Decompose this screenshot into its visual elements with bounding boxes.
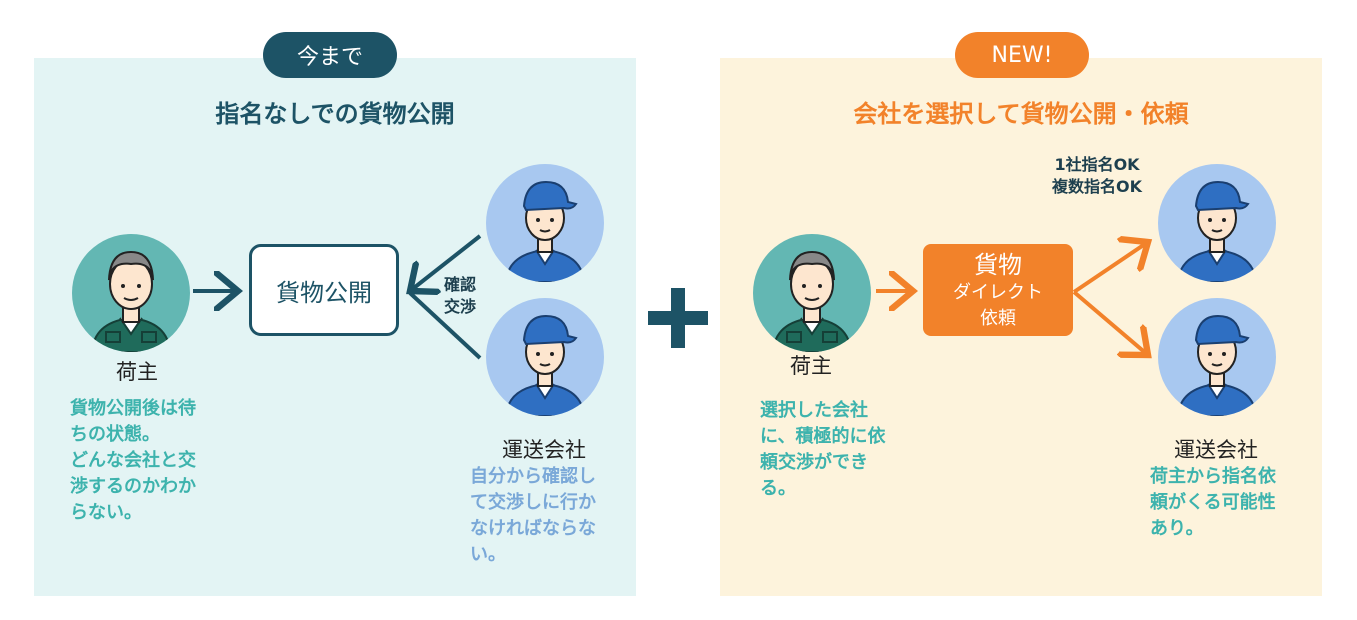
carrier-note-left: 自分から確認し て交渉しに行か なければならな い。	[470, 464, 596, 568]
cargo-direct-request-box: 貨物 ダイレクト 依頼	[923, 244, 1073, 336]
carrier-avatar-right-1	[1158, 164, 1276, 282]
carrier-label-right: 運送会社	[1174, 434, 1258, 464]
confirm-negotiate-label: 確認 交渉	[444, 274, 476, 318]
arrow-direct-to-carrier1	[1074, 242, 1148, 292]
carrier-avatar-left-1	[486, 164, 604, 282]
shipper-note-right: 選択した会社 に、積極的に依 頼交渉ができ る。	[760, 398, 885, 502]
carrier-label-left: 運送会社	[502, 434, 586, 464]
carrier-avatar-left-2	[486, 298, 604, 416]
nomination-label: 1社指名OK 複数指名OK	[1052, 154, 1142, 198]
carrier-avatar-right-2	[1158, 298, 1276, 416]
shipper-avatar-left	[72, 234, 190, 352]
shipper-avatar-right	[753, 234, 871, 352]
carrier-note-right: 荷主から指名依 頼がくる可能性 あり。	[1150, 464, 1276, 542]
arrow-direct-to-carrier2	[1074, 292, 1148, 355]
cargo-public-box: 貨物公開	[249, 244, 399, 336]
plus-icon	[648, 288, 708, 348]
shipper-note-left: 貨物公開後は待 ちの状態。 どんな会社と交 渉するのかわか らない。	[70, 396, 196, 526]
shipper-label-left: 荷主	[116, 356, 158, 386]
shipper-label-right: 荷主	[790, 350, 832, 380]
